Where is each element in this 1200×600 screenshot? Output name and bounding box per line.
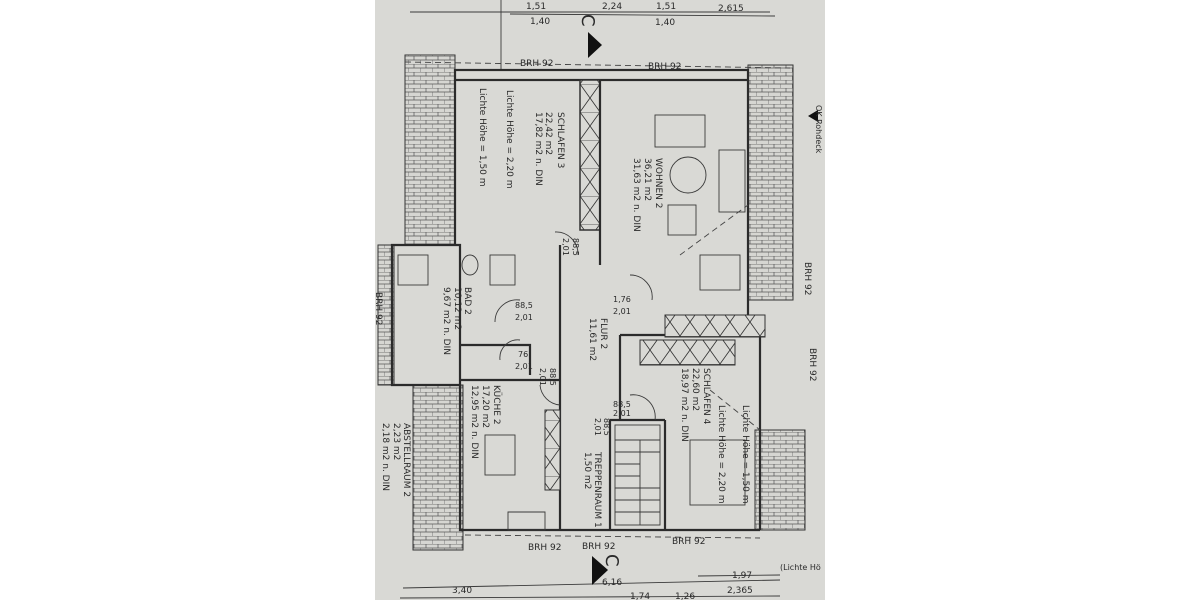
roof-slope-abstell [412,384,464,551]
closet-schlafen4 [639,339,736,366]
svg-text:Lichte Höhe = 2,20 m: Lichte Höhe = 2,20 m [716,405,726,504]
svg-text:36,21 m2: 36,21 m2 [642,158,652,201]
room-treppenraum-1: TREPPENRAUM 1 1,50 m2 [582,451,602,528]
svg-text:22,60 m2: 22,60 m2 [690,368,700,411]
room-schlafen-3: SCHLAFEN 3 22,42 m2 17,82 m2 n. DIN Lich… [477,88,565,189]
dim-top: 1,51 [526,2,546,12]
section-label-bottom: C [601,554,622,567]
svg-text:BAD 2: BAD 2 [462,287,472,315]
dim-top: 2,615 [718,4,744,14]
svg-text:18,97 m2 n. DIN: 18,97 m2 n. DIN [679,368,689,442]
room-flur-2: FLUR 2 11,61 m2 [587,318,608,361]
svg-text:SCHLAFEN 3: SCHLAFEN 3 [555,112,565,168]
brh-label: BRH 92 [582,542,616,552]
furniture [397,114,746,531]
svg-text:Lichte Höhe = 2,20 m: Lichte Höhe = 2,20 m [504,90,514,189]
staircase [614,424,661,526]
svg-text:Lichte Höhe = 1,50 m: Lichte Höhe = 1,50 m [740,405,750,504]
svg-text:17,82 m2 n. DIN: 17,82 m2 n. DIN [533,112,543,186]
dim-top: 2,24 [602,2,622,12]
brh-label: BRH 92 [373,292,383,326]
dim-bottom: 1,26 [675,592,695,600]
dim-bottom: 1,74 [630,592,650,600]
roof-slope-right-top [747,64,794,301]
svg-text:2,01: 2,01 [613,409,631,418]
svg-text:2,01: 2,01 [561,238,570,256]
room-schlafen-4: SCHLAFEN 4 22,60 m2 18,97 m2 n. DIN Lich… [679,368,750,504]
section-arrow-top [588,32,602,58]
lichte-note: (Lichte Hö [780,563,821,572]
room-kueche-2: KÜCHE 2 17,20 m2 12,95 m2 n. DIN [469,385,502,459]
brh-label: BRH 92 [802,262,812,296]
dim-bottom: 1,97 [732,571,752,581]
brh-label: BRH 92 [672,537,706,547]
svg-text:WOHNEN 2: WOHNEN 2 [653,158,663,209]
section-label-top: C [577,14,598,27]
svg-text:2,01: 2,01 [538,368,547,386]
closet-schlafen3 [579,79,601,231]
svg-text:88,5: 88,5 [602,418,611,436]
dim-top: 1,40 [655,18,675,28]
room-abstellraum-2: ABSTELLRAUM 2 2,23 m2 2,18 m2 n. DIN [380,423,411,497]
svg-text:17,20 m2: 17,20 m2 [480,385,490,428]
svg-text:10,12 m2: 10,12 m2 [452,287,462,330]
kitchen-counter [544,409,561,491]
dim-bottom: 6,16 [602,578,622,588]
svg-text:76: 76 [518,350,528,359]
brh-label: BRH 92 [807,348,817,382]
door-dimensions: 88,5 2,01 1,76 2,01 88,5 2,01 76 2,01 88… [515,238,631,436]
roof-slope-bad [377,244,395,386]
svg-text:2,01: 2,01 [593,418,602,436]
brh-label: BRH 92 [648,62,682,72]
svg-text:88,5: 88,5 [548,368,557,386]
svg-text:11,61 m2: 11,61 m2 [587,318,597,361]
svg-text:2,18 m2 n. DIN: 2,18 m2 n. DIN [380,423,390,491]
svg-text:FLUR 2: FLUR 2 [598,318,608,349]
svg-text:88,5: 88,5 [613,400,631,409]
dim-bottom: 3,40 [452,586,472,596]
brh-label: BRH 92 [520,59,554,69]
svg-text:2,01: 2,01 [515,313,533,322]
svg-text:TREPPENRAUM 1: TREPPENRAUM 1 [592,451,602,528]
dim-bottom: 2,365 [727,586,753,596]
svg-text:2,23 m2: 2,23 m2 [391,423,401,460]
section-arrow-bottom [592,556,608,585]
svg-text:22,42 m2: 22,42 m2 [543,112,553,155]
brh-label: BRH 92 [528,543,562,553]
svg-text:88,5: 88,5 [515,301,533,310]
svg-text:2,01: 2,01 [613,307,631,316]
ok-note: OK Rohdeck [814,105,823,154]
svg-text:2,01: 2,01 [515,362,533,371]
svg-text:12,95 m2 n. DIN: 12,95 m2 n. DIN [469,385,479,459]
svg-text:88,5: 88,5 [571,238,580,256]
room-wohnen-2: WOHNEN 2 36,21 m2 31,63 m2 n. DIN [631,158,663,232]
svg-text:KÜCHE 2: KÜCHE 2 [491,385,502,425]
roof-slope-left [404,54,456,246]
closet-wohnen [664,314,766,338]
svg-text:9,67 m2 n. DIN: 9,67 m2 n. DIN [441,287,451,355]
level-arrow [808,110,818,122]
roof-slope-right-bottom [754,429,806,531]
svg-text:SCHLAFEN 4: SCHLAFEN 4 [701,368,711,425]
dim-top: 1,51 [656,2,676,12]
svg-text:31,63 m2 n. DIN: 31,63 m2 n. DIN [631,158,641,232]
svg-text:ABSTELLRAUM 2: ABSTELLRAUM 2 [401,423,411,497]
room-bad-2: BAD 2 10,12 m2 9,67 m2 n. DIN [441,287,472,355]
svg-text:1,76: 1,76 [613,295,631,304]
dim-top: 1,40 [530,17,550,27]
svg-text:1,50 m2: 1,50 m2 [582,452,592,489]
svg-text:Lichte Höhe = 1,50 m: Lichte Höhe = 1,50 m [477,88,487,187]
